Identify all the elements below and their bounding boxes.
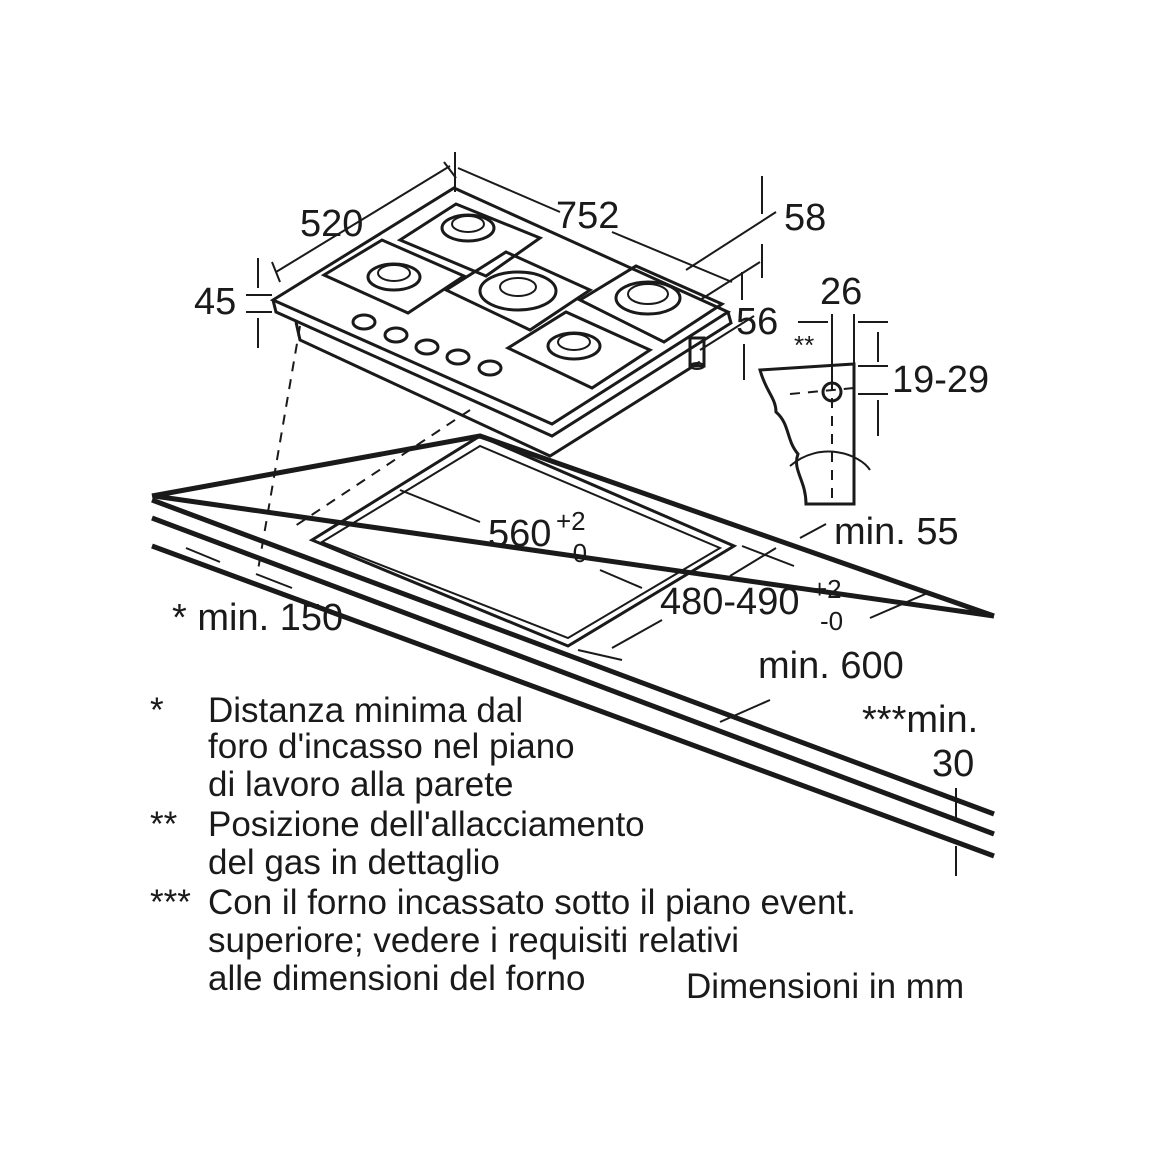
hob-outline [269, 186, 733, 458]
burner-rear-right [576, 264, 726, 344]
control-knobs [351, 313, 503, 377]
note-line: Distanza minima dal [208, 691, 523, 730]
projection-lines [257, 325, 471, 571]
dim-cutout-depth-label: 480-490 [660, 581, 799, 623]
note-triple-star: *** Con il forno incassato sotto il pian… [150, 883, 856, 998]
burner-front-left [320, 238, 468, 315]
dim-wall-distance-label: * min. 150 [172, 597, 343, 639]
dim-pipe-note-label: ** [794, 330, 814, 360]
gas-detail-profile [758, 314, 888, 506]
dim-width-label: 752 [556, 195, 619, 237]
gas-connector [688, 336, 706, 370]
note-mark: *** [150, 883, 191, 922]
cutout [308, 434, 738, 648]
dim-cutout-width-tol-minus: -0 [564, 538, 587, 568]
dim-pipe-offset-label: 26 [820, 271, 862, 313]
note-line: di lavoro alla parete [208, 765, 513, 804]
dim-cutout-depth-tol-minus: -0 [820, 606, 843, 636]
dim-counter-depth-label: min. 600 [758, 645, 904, 687]
dim-cutout-width-tol-plus: +2 [556, 506, 586, 536]
dim-gas-offset-label: 56 [736, 301, 778, 343]
note-line: Con il forno incassato sotto il piano ev… [208, 883, 856, 922]
note-single-star: * Distanza minima dal foro d'incasso nel… [150, 691, 575, 804]
note-line: del gas in dettaglio [208, 843, 500, 882]
note-double-star: ** Posizione dell'allacciamento del gas … [150, 805, 645, 882]
note-line: alle dimensioni del forno [208, 959, 585, 998]
dimension-lines-hob [246, 152, 777, 380]
note-line: Posizione dell'allacciamento [208, 805, 645, 844]
legend-notes: * Distanza minima dal foro d'incasso nel… [150, 691, 964, 1006]
note-line: foro d'incasso nel piano [208, 727, 575, 766]
dim-cutout-width-label: 560 [488, 513, 551, 555]
dim-height-label: 45 [194, 281, 236, 323]
dim-depth-label: 520 [300, 203, 363, 245]
note-line: superiore; vedere i requisiti relativi [208, 921, 739, 960]
burner-center-wok [442, 250, 594, 332]
dim-pipe-range-label: 19-29 [892, 359, 989, 401]
units-note: Dimensioni in mm [686, 967, 964, 1006]
dimension-lines-cutout [185, 489, 957, 876]
note-mark: * [150, 691, 164, 730]
note-mark: ** [150, 805, 178, 844]
dim-oven-note-line1: ***min. [862, 699, 978, 741]
burner-rear-left [396, 202, 544, 278]
burner-front-right [504, 310, 654, 390]
dim-counter-min-label: min. 55 [834, 511, 959, 553]
dim-gas-height-label: 58 [784, 197, 826, 239]
dim-cutout-depth-tol-plus: +2 [812, 574, 842, 604]
dim-oven-note-line2: 30 [932, 743, 974, 785]
